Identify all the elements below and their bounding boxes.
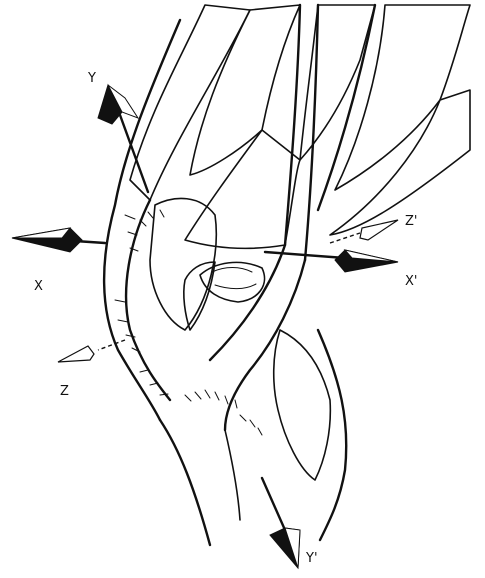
axis-x-arrow bbox=[12, 228, 105, 252]
axis-z-arrow bbox=[58, 340, 125, 362]
axis-y-prime-arrow bbox=[262, 478, 300, 568]
label-y: Y bbox=[87, 71, 96, 86]
label-z: Z bbox=[60, 384, 69, 399]
femur bbox=[285, 5, 375, 260]
label-x: X bbox=[34, 279, 43, 294]
label-y-prime: Y' bbox=[305, 551, 318, 566]
label-x-prime: X' bbox=[405, 274, 417, 289]
label-z-prime: Z' bbox=[405, 214, 417, 229]
thigh-muscles bbox=[130, 5, 470, 248]
axis-y-arrow bbox=[98, 85, 148, 192]
axis-x-prime-arrow bbox=[265, 250, 398, 272]
knee-joint bbox=[104, 20, 346, 545]
